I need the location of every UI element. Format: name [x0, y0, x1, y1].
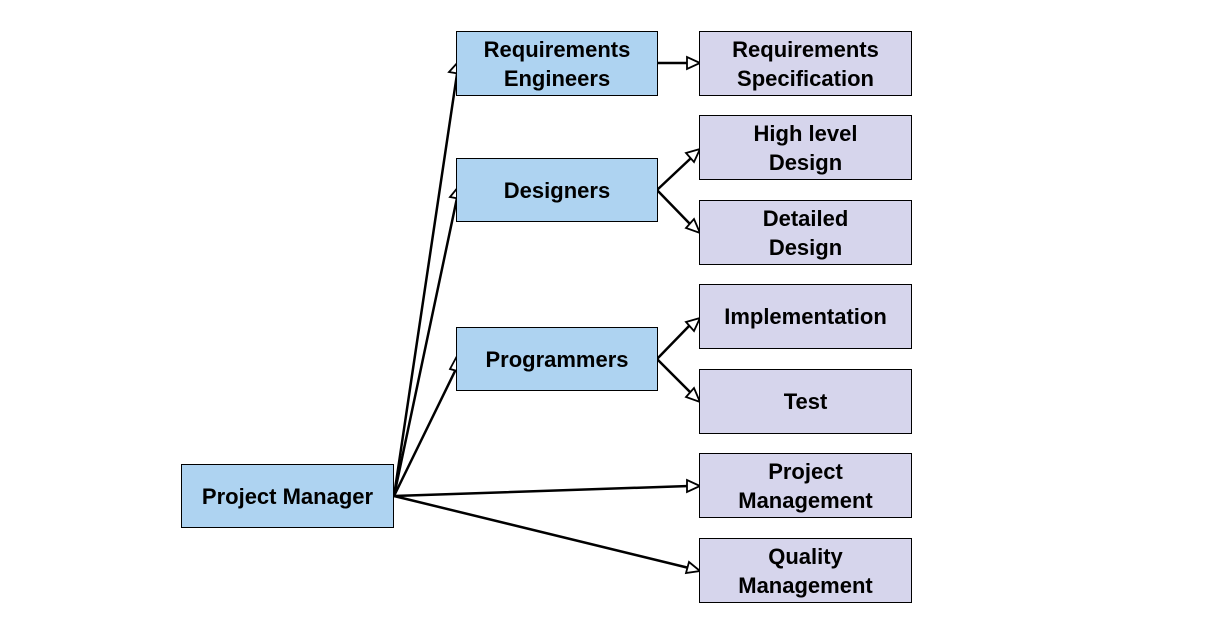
node-quality-management: Quality Management	[699, 538, 912, 603]
edge-designers-to-high-level-design	[655, 157, 692, 192]
edge-pm-to-designers	[392, 196, 459, 498]
arrowhead-detailed-design	[684, 217, 702, 235]
arrowhead-test	[684, 386, 702, 404]
edge-programmers-to-implementation	[655, 323, 692, 361]
node-implementation: Implementation	[699, 284, 912, 349]
edge-pm-to-requirements-engineers	[392, 72, 459, 498]
node-requirements-engineers: Requirements Engineers	[456, 31, 658, 96]
node-requirements-specification: Requirements Specification	[699, 31, 912, 96]
node-programmers: Programmers	[456, 327, 658, 391]
edge-programmers-to-test	[655, 357, 692, 394]
node-designers: Designers	[456, 158, 658, 222]
arrowhead-implementation	[684, 316, 702, 333]
arrowhead-requirements-specification	[686, 55, 703, 71]
node-high-level-design: High level Design	[699, 115, 912, 180]
edge-pm-to-quality-management	[392, 494, 691, 570]
edge-pm-to-project-management	[392, 484, 691, 498]
node-test: Test	[699, 369, 912, 434]
node-project-manager: Project Manager	[181, 464, 394, 528]
node-project-management: Project Management	[699, 453, 912, 518]
arrowhead-quality-management	[684, 560, 703, 575]
arrowhead-project-management	[686, 478, 703, 494]
node-detailed-design: Detailed Design	[699, 200, 912, 265]
edge-pm-to-programmers	[392, 365, 459, 498]
edge-designers-to-detailed-design	[655, 188, 692, 226]
arrowhead-high-level-design	[684, 147, 702, 164]
